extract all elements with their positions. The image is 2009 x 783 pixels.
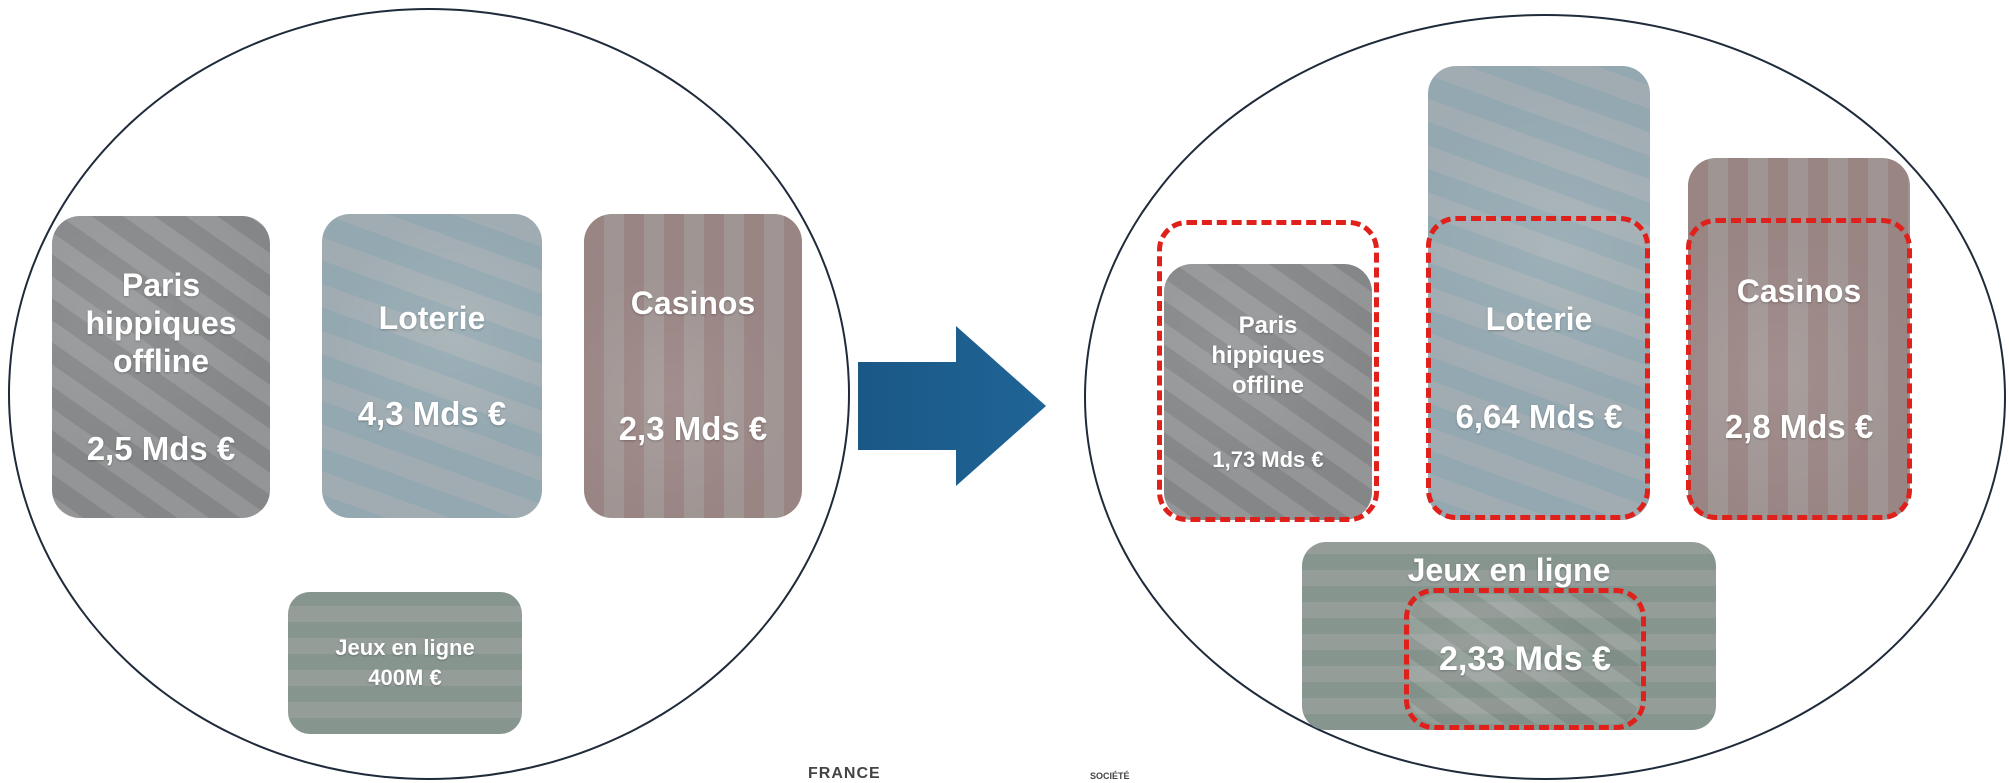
after-casinos-highlight [1686,218,1912,520]
after-online-title: Jeux en ligne [1407,552,1611,588]
after-lottery-value: 6,64 Mds € [1455,397,1623,435]
before-horse-title-line3: offline [113,343,209,379]
footer-logo-left: FRANCE [808,765,881,782]
before-lottery-title: Loterie [378,299,486,336]
after-online-value: 2,33 Mds € [1439,639,1611,678]
before-horse-betting-card: Paris hippiques offline 2,5 Mds € [52,216,270,518]
before-horse-value: 2,5 Mds € [86,430,236,467]
after-horse-highlight [1157,220,1379,522]
before-horse-title-line2: hippiques [85,305,237,341]
before-casinos-title: Casinos [630,284,756,321]
after-horse-title-line2: hippiques [1211,342,1325,369]
before-online-value: 400M € [368,665,442,690]
after-online-games-card: Jeux en ligne [1302,542,1716,730]
after-horse-value: 1,73 Mds € [1212,447,1324,472]
after-horse-title-line3: offline [1232,372,1304,399]
footer-logo-right: SOCIÉTÉ [1090,771,1130,781]
before-lottery-value: 4,3 Mds € [357,394,507,432]
after-online-value-wrap: 2,33 Mds € [1410,594,1640,724]
after-casinos-value: 2,8 Mds € [1724,407,1874,445]
after-online-highlight [1404,588,1646,730]
after-horse-title-line1: Paris [1238,312,1298,339]
before-casinos-value: 2,3 Mds € [618,409,768,447]
before-horse-title-line1: Paris [121,267,201,303]
after-lottery-highlight [1426,216,1650,520]
after-lottery-card: Loterie 6,64 Mds € [1428,66,1650,520]
before-online-games-card: Jeux en ligne 400M € [288,592,522,734]
after-lottery-title: Loterie [1485,300,1593,337]
after-casinos-title: Casinos [1736,272,1862,309]
after-horse-betting-card: Paris hippiques offline 1,73 Mds € [1164,264,1372,520]
before-online-title: Jeux en ligne [335,635,475,660]
arrow-right-icon [858,326,1046,486]
before-casinos-card: Casinos 2,3 Mds € [584,214,802,518]
before-lottery-card: Loterie 4,3 Mds € [322,214,542,518]
